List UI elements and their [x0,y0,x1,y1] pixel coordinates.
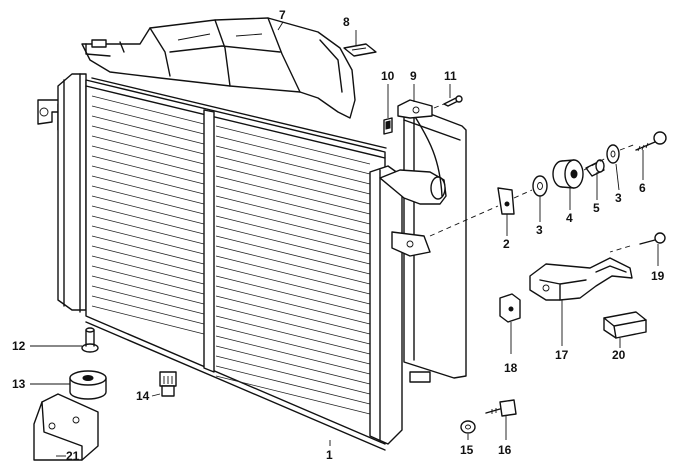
callout-8: 8 [343,15,350,29]
part-8-clip [343,43,377,57]
callouts: 7 8 10 9 11 2 3 4 5 3 6 19 17 18 20 12 1… [12,8,665,461]
part-2-clip [497,187,515,215]
callout-13: 13 [12,377,26,391]
part-13-mount [69,370,107,400]
radiator [37,73,431,451]
part-19-bolt [639,232,666,245]
callout-10: 10 [381,69,395,83]
part-6-bolt [635,131,667,152]
callout-18: 18 [504,361,518,375]
part-17-bracket [529,257,633,301]
callout-14: 14 [136,389,150,403]
callout-6: 6 [639,181,646,195]
part-21-bracket [33,393,99,461]
callout-16: 16 [498,443,512,457]
part-20-pad [603,311,647,339]
callout-3a: 3 [536,223,543,237]
part-11-screw [443,95,463,107]
part-10-bracket [383,117,393,135]
part-3-washer-a [532,175,548,197]
part-18-clip [499,293,521,323]
callout-4: 4 [566,211,573,225]
callout-1: 1 [326,448,333,461]
callout-11: 11 [444,69,457,83]
callout-2: 2 [503,237,510,251]
part-16-bolt [485,399,517,417]
part-12-bolt [81,327,99,353]
callout-15: 15 [460,443,474,457]
callout-17: 17 [555,348,569,362]
side-tank [379,103,467,379]
leader-lines [30,21,659,457]
fins-right [215,125,371,415]
callout-7: 7 [279,8,286,22]
callout-3b: 3 [615,191,622,205]
part-15-washer [460,420,476,434]
callout-9: 9 [410,69,417,83]
fins-left [91,95,205,335]
assembly-line-9 [433,103,445,109]
assembly-line-upper [429,143,637,237]
part-9-plate [397,99,433,119]
assembly-line-19 [609,245,631,253]
part-5-sleeve [585,159,605,177]
part-14-bolt [159,371,177,397]
callout-20: 20 [612,348,626,362]
callout-5: 5 [593,201,600,215]
part-3-washer-b [606,144,620,164]
part-4-bushing [552,159,584,189]
callout-21: 21 [66,449,80,461]
fan-shroud [81,17,356,119]
callout-12: 12 [12,339,26,353]
callout-19: 19 [651,269,665,283]
